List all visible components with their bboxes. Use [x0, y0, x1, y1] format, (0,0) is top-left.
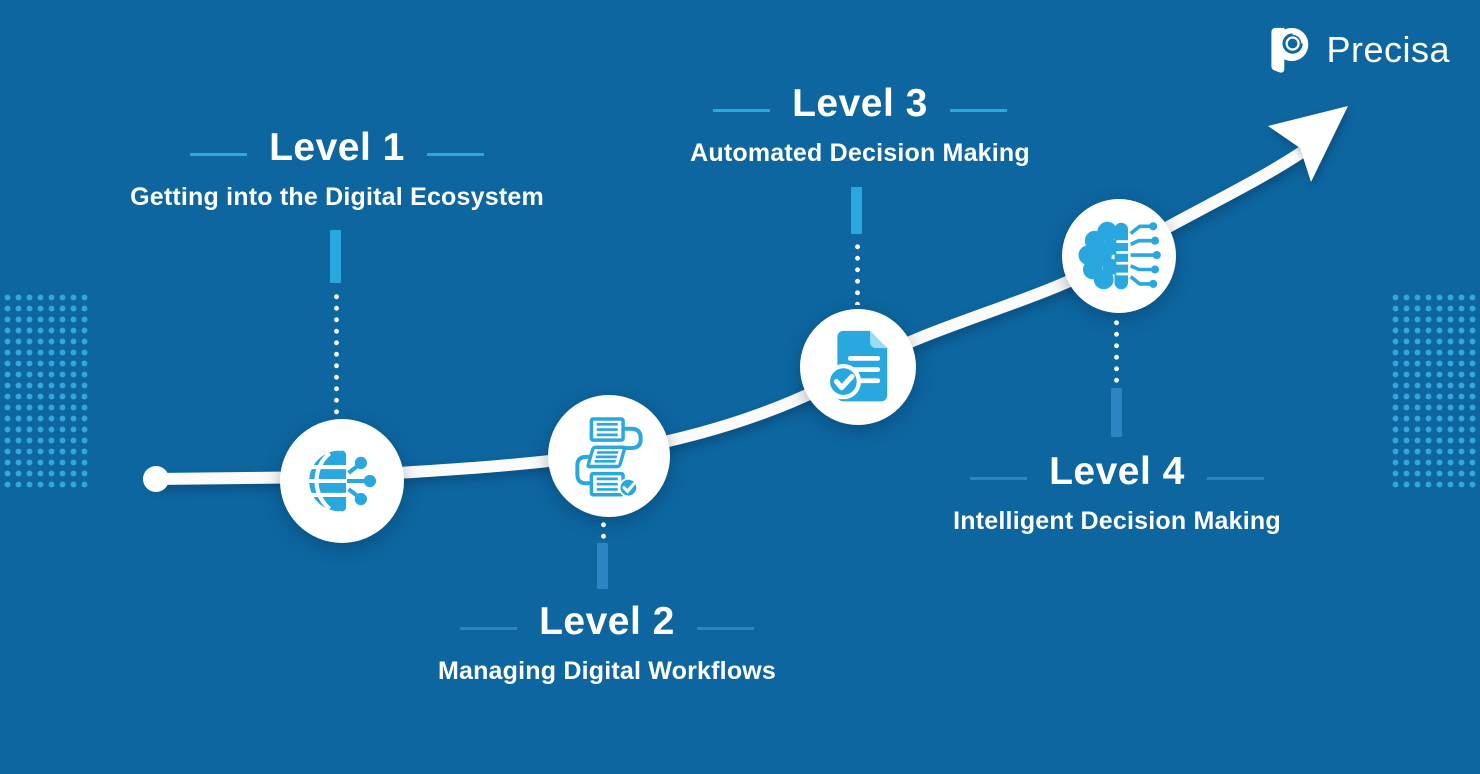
level-1-label: Level 1 Getting into the Digital Ecosyst…	[77, 126, 597, 212]
connector-dots-level-4	[1113, 317, 1120, 384]
level-4-label: Level 4 Intelligent Decision Making	[857, 450, 1377, 536]
level-2-title: Level 2	[539, 600, 675, 643]
connector-bar-level-3	[851, 187, 862, 234]
document-check-icon	[825, 330, 888, 402]
curve-start-dot	[143, 466, 169, 492]
magnifier-p-logo-icon	[1271, 27, 1309, 73]
level-1-subtitle: Getting into the Digital Ecosystem	[130, 183, 544, 211]
brand-logo: Precisa	[1264, 24, 1450, 76]
level-2-label: Level 2 Managing Digital Workflows	[347, 600, 867, 686]
dot-pattern-left	[2, 292, 90, 488]
level-1-title: Level 1	[269, 126, 405, 169]
title-dash-icon	[970, 476, 1028, 480]
workflow-documents-icon	[575, 417, 643, 498]
dot-pattern-right	[1390, 292, 1478, 488]
connector-dots-level-2	[600, 519, 607, 543]
connector-bar-level-1	[330, 230, 341, 283]
arrow-head-icon	[1268, 106, 1348, 182]
title-dash-icon	[1206, 476, 1264, 480]
title-dash-icon	[190, 152, 248, 156]
connector-dots-level-3	[854, 241, 861, 305]
brain-circuit-icon	[1078, 221, 1161, 290]
level-2-subtitle: Managing Digital Workflows	[437, 657, 777, 685]
title-dash-icon	[426, 152, 484, 156]
connector-bar-level-4	[1111, 388, 1122, 437]
title-dash-icon	[713, 108, 771, 112]
level-3-subtitle: Automated Decision Making	[690, 139, 1030, 167]
title-dash-icon	[460, 626, 518, 630]
connector-dots-level-1	[333, 291, 340, 415]
level-4-subtitle: Intelligent Decision Making	[953, 507, 1281, 535]
level-3-label: Level 3 Automated Decision Making	[600, 82, 1120, 168]
title-dash-icon	[949, 108, 1007, 112]
level-4-title: Level 4	[1049, 450, 1185, 493]
globe-network-icon	[304, 450, 377, 512]
title-dash-icon	[696, 626, 754, 630]
connector-bar-level-2	[597, 543, 608, 589]
brand-name: Precisa	[1326, 29, 1450, 70]
level-3-title: Level 3	[792, 82, 928, 125]
